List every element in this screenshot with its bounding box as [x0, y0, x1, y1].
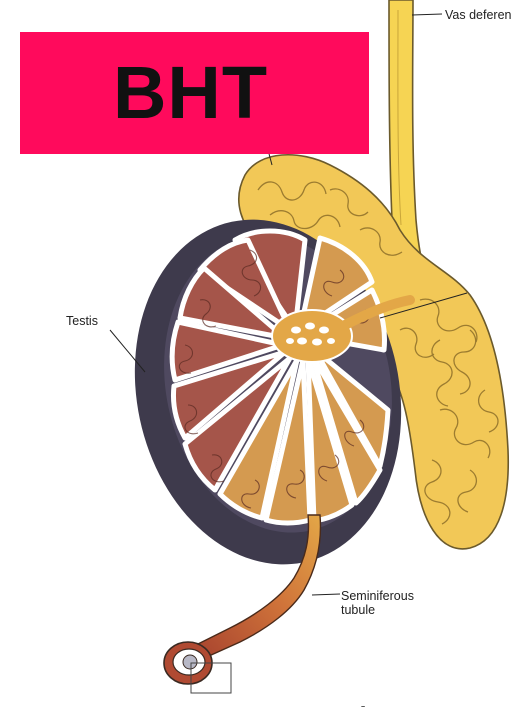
label-seminiferous-line1: Seminiferous — [341, 589, 414, 603]
footer-mark: ˉ — [361, 703, 365, 718]
tubule-lumen — [183, 655, 197, 669]
rete-testis — [272, 310, 352, 362]
leader-seminiferous — [312, 594, 340, 595]
leader-vas-deferens — [412, 14, 442, 15]
label-seminiferous-tubule: Seminiferous tubule — [341, 589, 414, 617]
title-banner: BHT — [20, 32, 369, 154]
label-seminiferous-line2: tubule — [341, 603, 414, 617]
banner-text: BHT — [113, 56, 268, 130]
label-testis: Testis — [66, 314, 98, 328]
label-vas-deferens: Vas deferen — [445, 8, 511, 22]
